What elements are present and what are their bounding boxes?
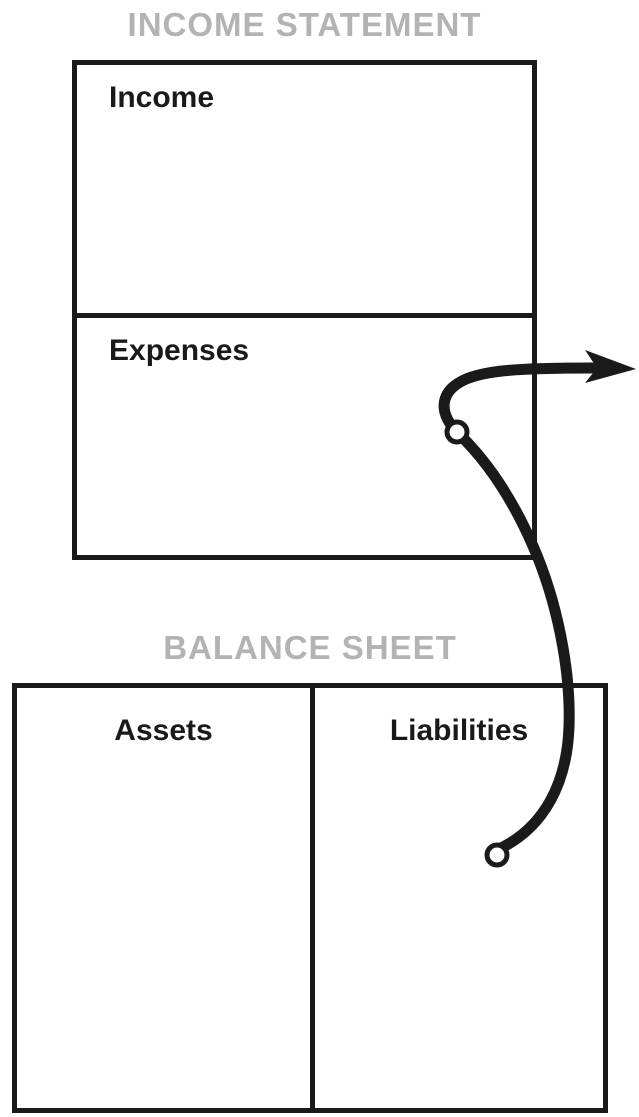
income-label: Income [109,81,215,114]
arrowhead [585,350,636,383]
liabilities-section: Liabilities [315,688,603,1108]
balance-sheet-title: BALANCE SHEET [163,629,457,666]
liabilities-label: Liabilities [389,714,529,747]
expenses-label: Expenses [109,334,250,367]
assets-section: Assets [17,688,315,1108]
balance-sheet-box: Assets Liabilities [12,683,608,1113]
income-statement-box: Income Expenses [72,60,537,560]
assets-label: Assets [114,714,213,747]
expenses-section: Expenses [77,313,532,555]
income-section: Income [77,65,532,313]
income-statement-title: INCOME STATEMENT [127,6,482,43]
